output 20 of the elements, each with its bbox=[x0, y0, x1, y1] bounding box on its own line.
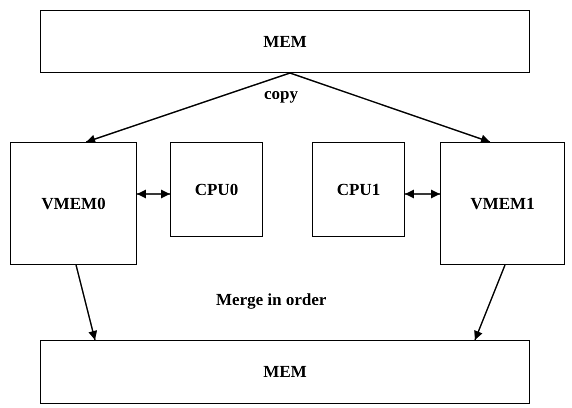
arrow bbox=[474, 264, 506, 340]
box-label: MEM bbox=[263, 32, 307, 52]
arrow bbox=[137, 190, 170, 198]
box-label: CPU0 bbox=[194, 180, 238, 200]
process-box bbox=[40, 340, 530, 404]
arrow bbox=[86, 72, 290, 144]
box-label: MEM bbox=[263, 362, 307, 382]
box-label: CPU1 bbox=[336, 180, 380, 200]
annotation-text: Merge in order bbox=[216, 290, 326, 310]
process-box bbox=[312, 142, 405, 237]
process-box bbox=[440, 142, 565, 265]
arrow bbox=[405, 190, 440, 198]
box-label: VMEM1 bbox=[470, 194, 535, 214]
process-box bbox=[40, 10, 530, 73]
box-label: VMEM0 bbox=[41, 194, 106, 214]
arrow bbox=[75, 264, 98, 340]
process-box bbox=[170, 142, 263, 237]
process-box bbox=[10, 142, 137, 265]
arrow bbox=[290, 72, 490, 144]
annotation-text: copy bbox=[264, 84, 298, 104]
